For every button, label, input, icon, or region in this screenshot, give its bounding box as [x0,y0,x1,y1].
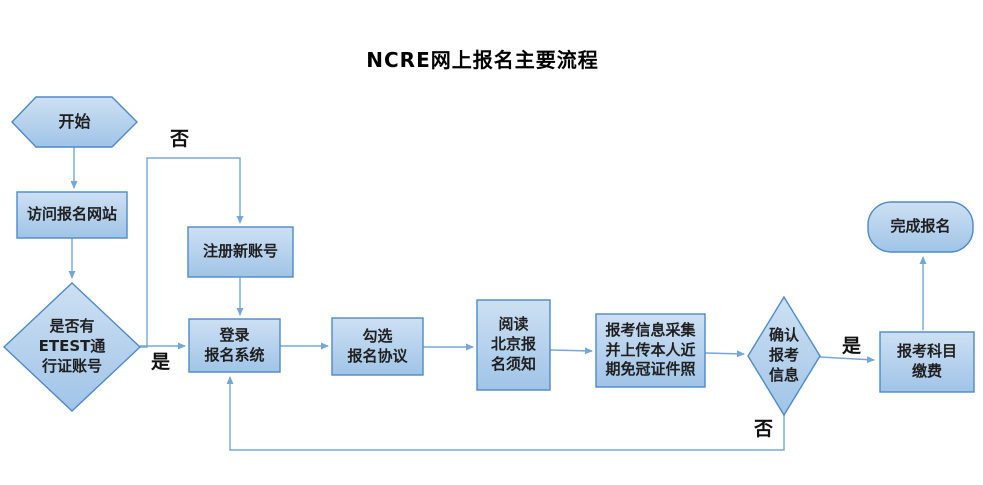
edge-label-yes-left: 是 [151,351,171,373]
connector-notice-to-collect [549,347,593,355]
confirm-info-diamond [747,295,821,417]
connector-no-back-to-login [226,376,785,451]
check-agreement-box [331,317,424,376]
page-title: NCRE网上报名主要流程 [366,48,599,72]
check-etest-account-diamond [2,282,142,412]
start-hexagon [11,96,138,148]
collect-info-box [595,313,706,388]
finish-terminator [867,201,974,253]
visit-site-box [16,191,128,239]
connector-collect-to-confirm [704,350,745,358]
edge-label-no-top: 否 [170,128,190,150]
connector-no-to-register [140,157,244,348]
connector-yes-to-pay [819,356,875,364]
pay-subjects-box [879,331,975,393]
edge-label-no-bottom: 否 [754,418,774,440]
register-account-box [187,226,294,278]
read-notice-box [476,299,551,391]
login-system-box [188,318,281,373]
edge-label-yes-right: 是 [842,335,862,357]
